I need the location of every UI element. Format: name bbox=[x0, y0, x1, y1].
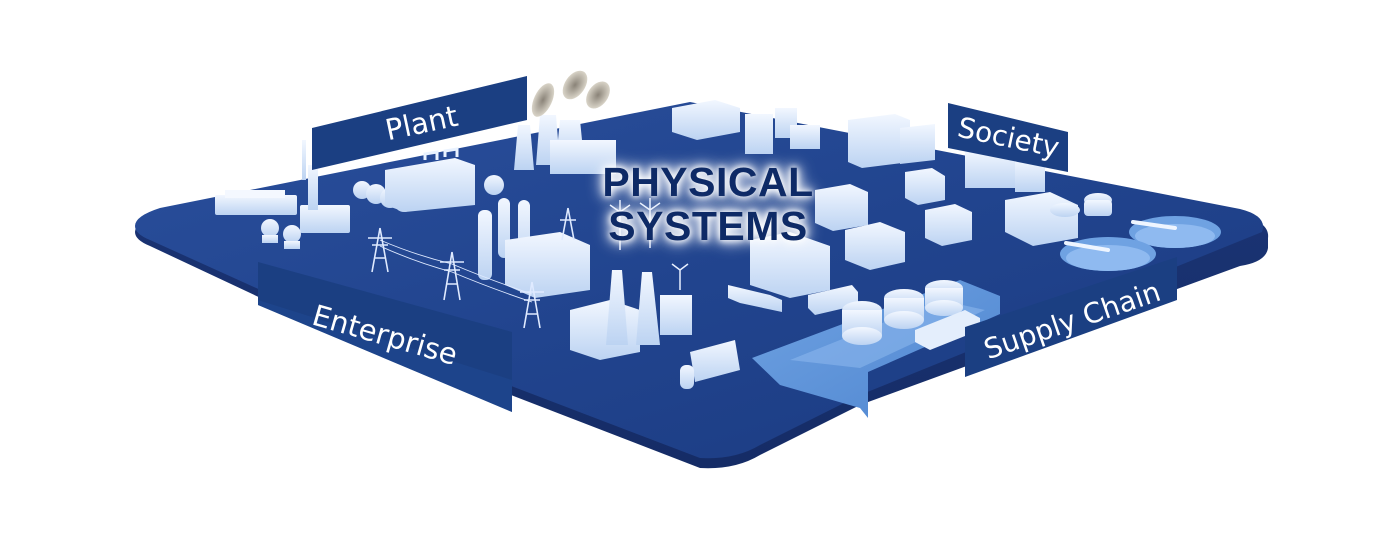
storage-tanks bbox=[842, 280, 963, 345]
smokestacks-with-smoke bbox=[531, 70, 610, 117]
houses bbox=[672, 100, 1112, 298]
wind-turbines bbox=[609, 198, 689, 290]
electric-pylons bbox=[368, 207, 576, 329]
cargo-ship bbox=[915, 310, 980, 350]
diagram-title: PHYSICAL SYSTEMS bbox=[548, 160, 868, 248]
heat-exchanger bbox=[680, 340, 740, 389]
refinery-left bbox=[215, 140, 350, 249]
label-plant-text: Plant bbox=[382, 99, 461, 147]
title-line-2: SYSTEMS bbox=[608, 203, 808, 249]
water-treatment-basins bbox=[1060, 216, 1221, 271]
title-line-1: PHYSICAL bbox=[602, 159, 814, 205]
power-plant-cooling-towers bbox=[514, 115, 660, 345]
